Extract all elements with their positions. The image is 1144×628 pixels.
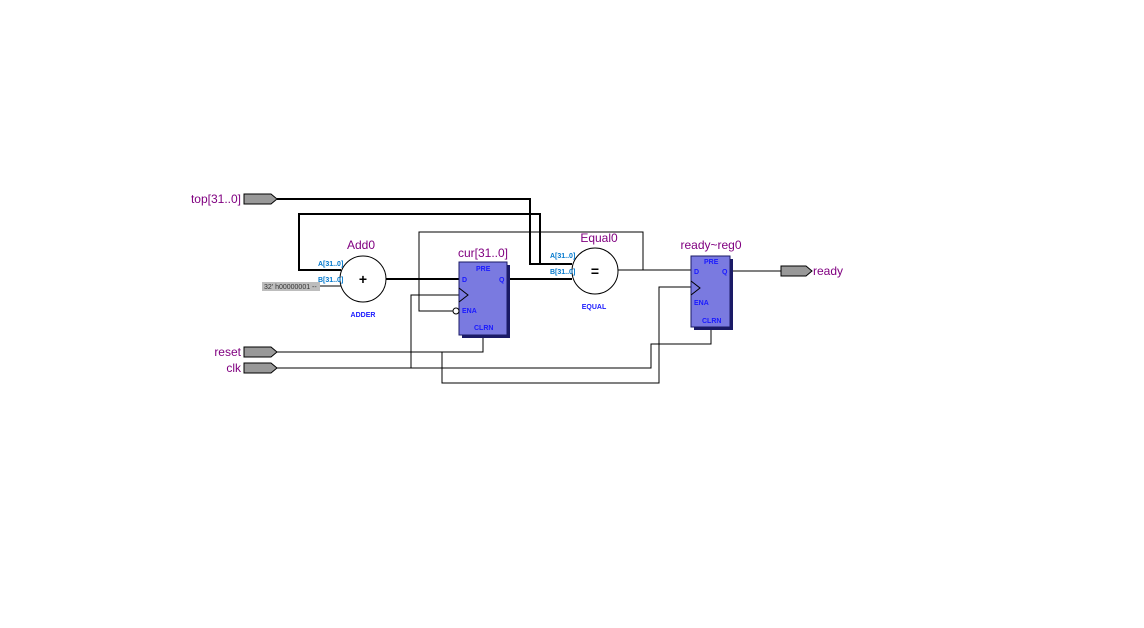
constant-box[interactable]: 32' h00000001 -- bbox=[262, 282, 320, 291]
ready-pin-q: Q bbox=[722, 269, 728, 276]
adder-pin-b: B[31..0] bbox=[318, 277, 343, 284]
port-top[interactable]: top[31..0] bbox=[191, 192, 278, 206]
constant-label: 32' h00000001 -- bbox=[264, 284, 317, 291]
comparator-pin-a: A[31..0] bbox=[550, 253, 575, 260]
port-ready-label: ready bbox=[813, 264, 843, 278]
cur-pin-q: Q bbox=[499, 277, 505, 284]
wire-ena-feedback[interactable] bbox=[418, 231, 644, 312]
cur-pin-ena: ENA bbox=[462, 308, 477, 315]
port-clk-label: clk bbox=[226, 361, 242, 375]
ready-clock-icon bbox=[690, 280, 701, 296]
port-top-label: top[31..0] bbox=[191, 192, 241, 206]
port-reset-label: reset bbox=[214, 345, 241, 359]
comparator-block[interactable]: Equal0 = A[31..0] B[31..0] EQUAL bbox=[550, 231, 619, 311]
adder-type: ADDER bbox=[351, 312, 376, 319]
cur-reg-name: cur[31..0] bbox=[458, 246, 508, 260]
wire-feedback-bus[interactable] bbox=[298, 213, 541, 271]
cur-ena-bubble bbox=[452, 307, 460, 315]
ready-reg-name: ready~reg0 bbox=[680, 238, 741, 252]
cur-pin-pre: PRE bbox=[476, 266, 491, 273]
adder-pin-a: A[31..0] bbox=[318, 261, 343, 268]
ready-pin-ena: ENA bbox=[694, 300, 709, 307]
adder-name: Add0 bbox=[347, 238, 375, 252]
comparator-pin-b: B[31..0] bbox=[550, 269, 575, 276]
cur-pin-clrn: CLRN bbox=[474, 325, 493, 332]
wire-reset-branch[interactable] bbox=[441, 286, 693, 384]
port-clk[interactable]: clk bbox=[226, 361, 278, 375]
comparator-type: EQUAL bbox=[582, 304, 607, 311]
ready-pin-pre: PRE bbox=[704, 259, 719, 266]
comparator-op: = bbox=[591, 263, 599, 279]
comparator-name: Equal0 bbox=[580, 231, 618, 245]
cur-pin-d: D bbox=[462, 277, 467, 284]
port-ready[interactable]: ready bbox=[780, 264, 843, 278]
ready-pin-clrn: CLRN bbox=[702, 318, 721, 325]
wire-clk-branch[interactable] bbox=[410, 294, 459, 368]
cur-clock-icon bbox=[458, 287, 469, 303]
ready-register[interactable]: ready~reg0 PRE D Q ENA CLRN bbox=[680, 238, 742, 330]
wire-clk[interactable] bbox=[276, 328, 712, 369]
cur-register[interactable]: cur[31..0] PRE D Q ENA CLRN bbox=[452, 246, 510, 338]
wires bbox=[276, 198, 781, 384]
port-reset[interactable]: reset bbox=[214, 345, 278, 359]
adder-op: + bbox=[359, 271, 367, 287]
ready-pin-d: D bbox=[694, 269, 699, 276]
adder-block[interactable]: Add0 + A[31..0] B[31..0] ADDER bbox=[318, 238, 387, 319]
wire-reset[interactable] bbox=[276, 335, 484, 353]
